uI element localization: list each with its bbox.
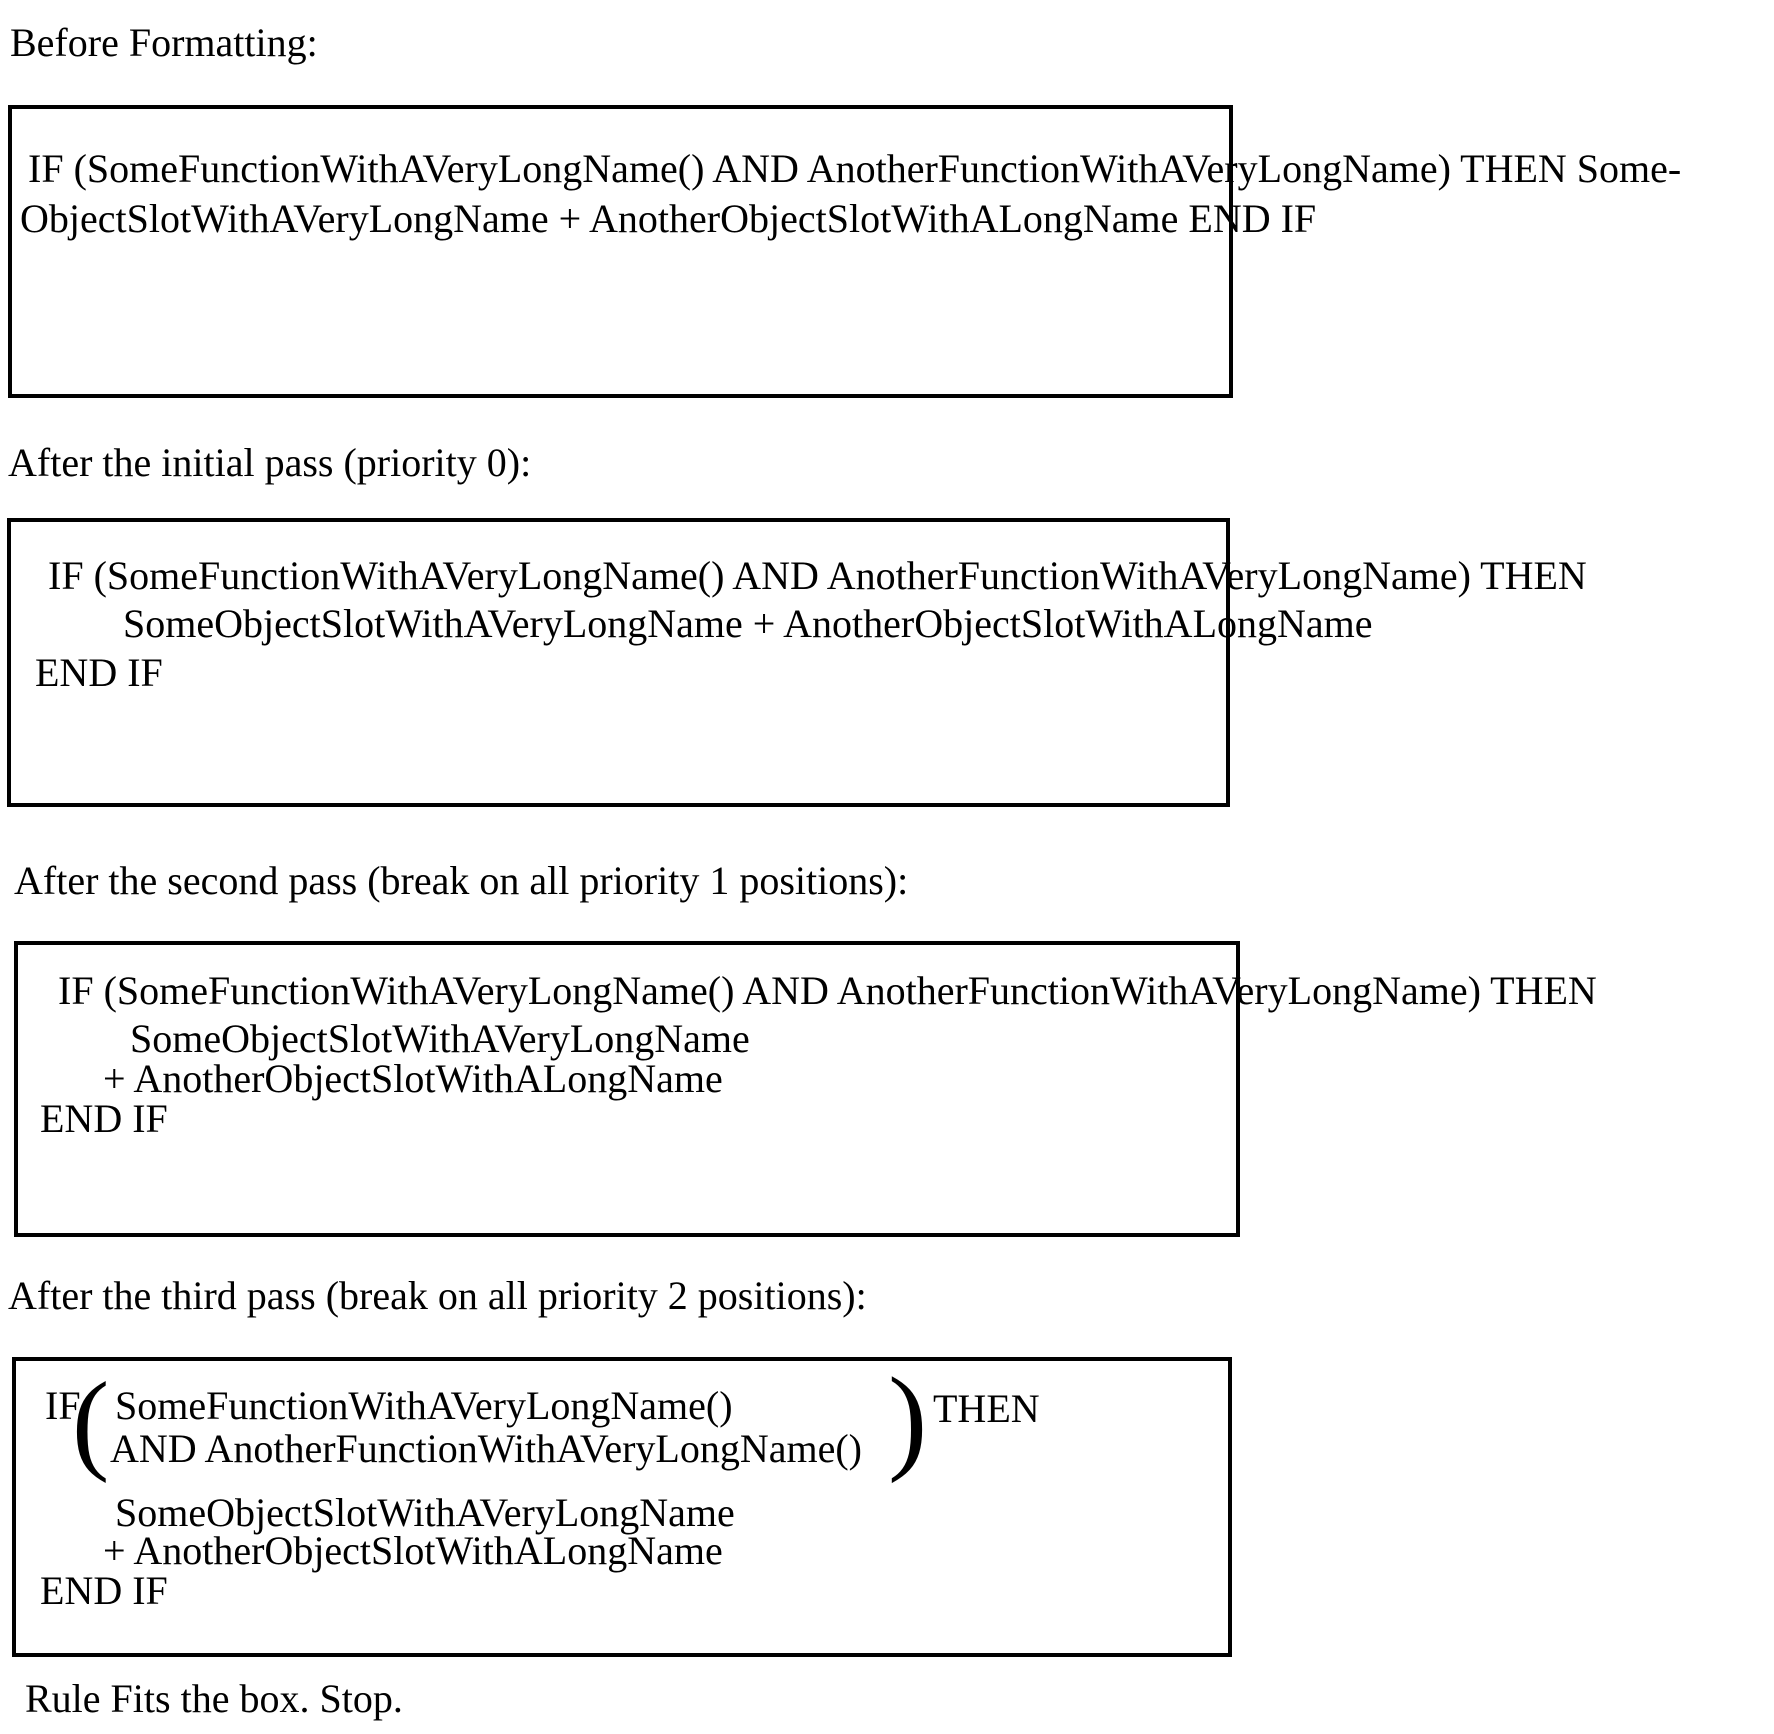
- code-box-second-pass: [14, 941, 1240, 1237]
- code-line-body: SomeObjectSlotWithAVeryLongName: [115, 1490, 735, 1535]
- code-box-third-pass: [12, 1357, 1232, 1657]
- code-line-end-if: END IF: [40, 1096, 168, 1141]
- code-line-end-if: END IF: [40, 1568, 168, 1613]
- code-line: IF (SomeFunctionWithAVeryLongName() AND …: [48, 553, 1587, 598]
- code-line: SomeObjectSlotWithAVeryLongName: [130, 1016, 750, 1061]
- code-line: + AnotherObjectSlotWithALongName: [103, 1056, 723, 1101]
- code-line-end-if: END IF: [35, 650, 163, 695]
- code-line-body: + AnotherObjectSlotWithALongName: [103, 1528, 723, 1573]
- code-box-before-formatting: [8, 105, 1233, 398]
- section-heading-second-pass: After the second pass (break on all prio…: [14, 858, 909, 903]
- code-line: IF (SomeFunctionWithAVeryLongName() AND …: [28, 146, 1682, 191]
- section-heading-before-formatting: Before Formatting:: [10, 20, 318, 65]
- if-keyword: IF: [45, 1383, 81, 1428]
- code-line: SomeObjectSlotWithAVeryLongName + Anothe…: [123, 601, 1373, 646]
- then-keyword: THEN: [933, 1386, 1040, 1431]
- section-heading-initial-pass: After the initial pass (priority 0):: [8, 440, 532, 485]
- code-line: IF (SomeFunctionWithAVeryLongName() AND …: [58, 968, 1597, 1013]
- code-line-condition: AND AnotherFunctionWithAVeryLongName(): [110, 1426, 862, 1471]
- code-line-condition: SomeFunctionWithAVeryLongName(): [115, 1383, 733, 1428]
- code-box-initial-pass: [7, 518, 1230, 807]
- footer-note: Rule Fits the box. Stop.: [25, 1676, 403, 1721]
- code-line: ObjectSlotWithAVeryLongName + AnotherObj…: [20, 196, 1317, 241]
- big-close-paren-glyph: ): [888, 1353, 928, 1484]
- big-open-paren-glyph: (: [72, 1360, 110, 1484]
- section-heading-third-pass: After the third pass (break on all prior…: [8, 1273, 867, 1318]
